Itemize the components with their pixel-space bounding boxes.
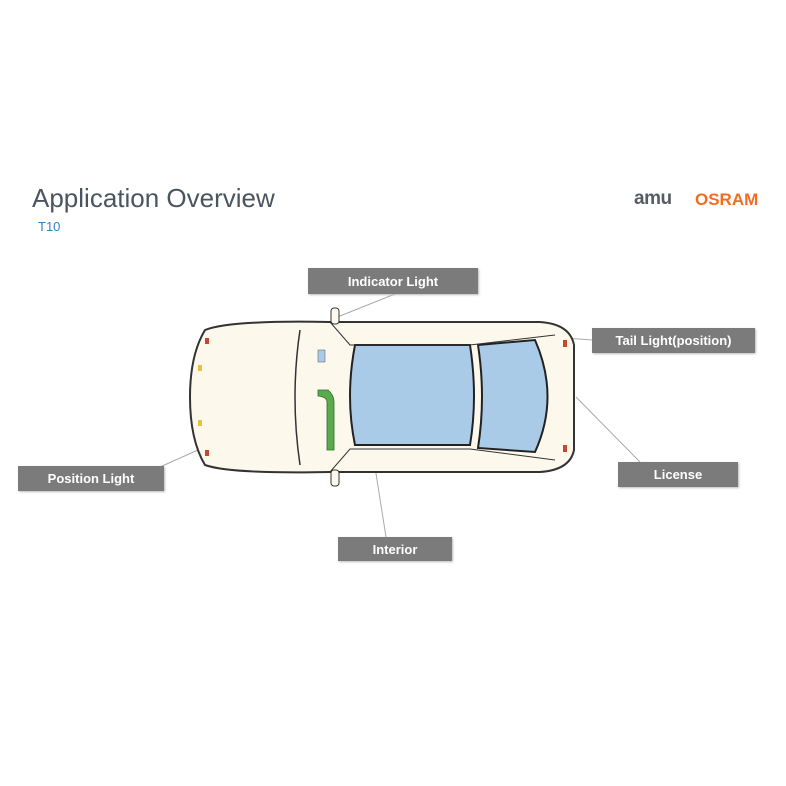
tail-light-label: Tail Light(position) — [592, 328, 755, 353]
interior-label: Interior — [338, 537, 452, 561]
ams-logo: amu — [634, 188, 672, 209]
page-subtitle: T10 — [38, 219, 61, 234]
indicator-light-label: Indicator Light — [308, 268, 478, 294]
page-title: Application Overview — [32, 183, 275, 213]
position-light-label: Position Light — [18, 466, 164, 491]
license-label: License — [618, 462, 738, 487]
car-body — [188, 307, 575, 487]
osram-logo: OSRAM — [695, 190, 759, 209]
